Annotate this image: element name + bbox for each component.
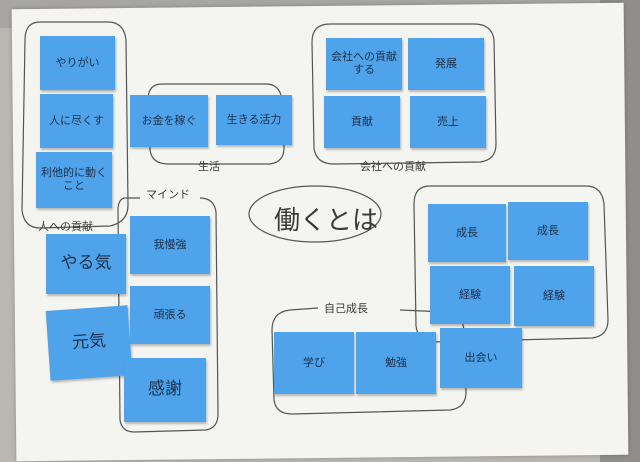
group-outline-contribution (21, 21, 129, 229)
sticky-note-kouken: 貢献 (324, 96, 400, 148)
group-label-mind: マインド (146, 188, 190, 201)
center-oval (248, 185, 382, 243)
sticky-note-genki: 元気 (45, 305, 133, 381)
group-outline-company (311, 23, 497, 165)
group-label-growth: 自己成長 (324, 302, 368, 315)
sticky-note-deai: 出会い (440, 328, 522, 388)
sticky-note-altruism: 利他的に動くこと (36, 152, 112, 208)
group-outline-growth-right (413, 185, 609, 343)
group-outline-life (147, 83, 285, 165)
sticky-note-hatten: 発展 (408, 38, 484, 90)
sticky-note-manabi: 学び (274, 332, 354, 394)
sticky-note-keiken2: 経験 (514, 266, 594, 326)
sticky-note-gaman: 我慢強 (130, 216, 210, 274)
sticky-note-seichou2: 成長 (508, 202, 588, 260)
sticky-note-benkyou: 勉強 (356, 332, 436, 394)
sticky-note-kaisha: 会社への貢献する (326, 38, 402, 90)
group-outline-mind (117, 197, 219, 433)
group-label-company: 会社への貢献 (360, 160, 426, 173)
sticky-note-kansha: 感謝 (124, 358, 206, 422)
sticky-note-seichou1: 成長 (428, 204, 506, 262)
sticky-note-help: 人に尽くす (40, 94, 113, 148)
sticky-note-earn: お金を稼ぐ (130, 95, 208, 147)
sticky-note-uriage: 売上 (410, 96, 486, 148)
sticky-note-yarigai: やりがい (40, 36, 115, 90)
center-title: 働くとは (274, 206, 379, 236)
sticky-note-ganbaru: 頑張る (130, 286, 210, 344)
group-label-contribution: 人への貢献 (38, 220, 93, 233)
group-label-life: 生活 (198, 160, 220, 173)
sticky-note-yaruki: やる気 (46, 234, 126, 294)
sticky-note-keiken1: 経験 (430, 266, 510, 324)
sticky-note-vitality: 生きる活力 (216, 95, 292, 145)
